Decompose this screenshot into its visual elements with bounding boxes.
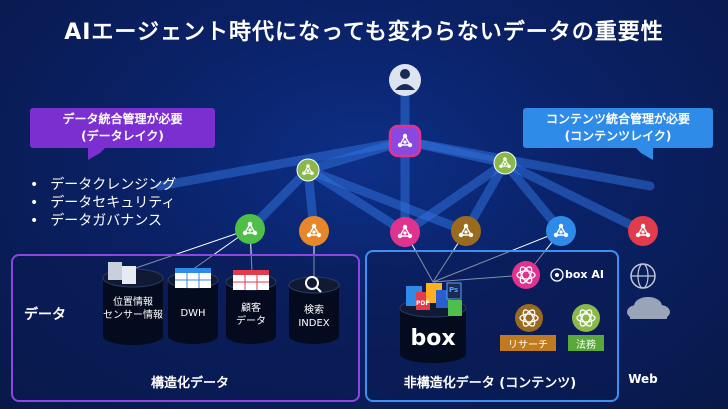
slide-title: AIエージェント時代になっても変わらないデータの重要性 — [64, 20, 664, 45]
ps-file-label: Ps — [449, 286, 459, 294]
content-lake-callout-subtitle: (コンテンツレイク) — [564, 129, 672, 143]
agent-node-red[interactable] — [628, 216, 658, 246]
search-index-database[interactable] — [288, 276, 340, 344]
box-storage[interactable] — [399, 282, 467, 363]
search-label-line1: 検索 — [304, 305, 324, 316]
agent-node-orange[interactable] — [299, 216, 329, 246]
user-icon — [395, 69, 415, 90]
dwh-database[interactable] — [167, 268, 219, 344]
search-index-label: 検索 INDEX — [289, 304, 339, 330]
pdf-file-label: PDF — [416, 300, 430, 307]
bullet-item: データガバナンス — [30, 212, 176, 230]
table-icon — [233, 270, 269, 290]
agent-node-mid-left[interactable] — [296, 158, 320, 182]
data-label: データ — [24, 307, 66, 323]
bullet-item: データクレンジング — [30, 176, 176, 194]
location-database-label: 位置情報 センサー情報 — [96, 296, 170, 322]
agent-node-blue[interactable] — [546, 216, 576, 246]
box-logo: box — [410, 326, 456, 351]
cloud-icon — [627, 297, 670, 319]
document-icon — [406, 282, 462, 316]
customer-label-line1: 顧客 — [241, 303, 261, 314]
agent-node-mid-right[interactable] — [493, 151, 517, 175]
data-lake-callout-subtitle: (データレイク) — [81, 129, 164, 143]
customer-database-label: 顧客 データ — [226, 302, 276, 328]
document-icon — [108, 262, 136, 284]
research-label-bg — [500, 335, 556, 351]
agent-node-green[interactable] — [235, 214, 265, 244]
globe-icon[interactable] — [630, 263, 656, 289]
customer-label-line2: データ — [236, 316, 266, 327]
search-label-line2: INDEX — [298, 318, 330, 329]
table-icon — [175, 268, 211, 288]
research-agent-icon[interactable] — [515, 304, 543, 332]
web-label: Web — [628, 372, 658, 386]
customer-database[interactable] — [225, 270, 277, 344]
structured-data-label: 構造化データ — [150, 376, 229, 391]
location-label-line1: 位置情報 — [113, 297, 153, 308]
location-label-line2: センサー情報 — [103, 310, 163, 321]
central-agent-node[interactable] — [388, 124, 422, 158]
data-lake-callout-title: データ統合管理が必要 — [62, 112, 183, 126]
dwh-label: DWH — [180, 308, 206, 319]
user-node — [389, 64, 421, 96]
agent-node-olive[interactable] — [451, 216, 481, 246]
content-lake-callout-title: コンテンツ統合管理が必要 — [545, 112, 690, 126]
legal-agent-icon[interactable] — [572, 304, 600, 332]
unstructured-data-label: 非構造化データ (コンテンツ) — [403, 376, 577, 391]
agent-node-pink[interactable] — [390, 217, 420, 247]
legal-label: 法務 — [576, 340, 596, 351]
legal-label-bg — [568, 335, 604, 351]
research-label: リサーチ — [508, 340, 548, 351]
box-ai-icon[interactable] — [512, 261, 540, 289]
data-lake-callout: データ統合管理が必要 (データレイク) — [30, 108, 215, 160]
location-database[interactable] — [102, 262, 164, 345]
content-lake-callout: コンテンツ統合管理が必要 (コンテンツレイク) — [523, 108, 713, 160]
box-ai-logo-icon — [550, 268, 564, 282]
bullet-item: データセキュリティ — [30, 194, 176, 212]
search-icon — [305, 276, 322, 293]
data-management-bullets: データクレンジング データセキュリティ データガバナンス — [30, 176, 176, 230]
box-ai-label: box AI — [565, 268, 604, 281]
